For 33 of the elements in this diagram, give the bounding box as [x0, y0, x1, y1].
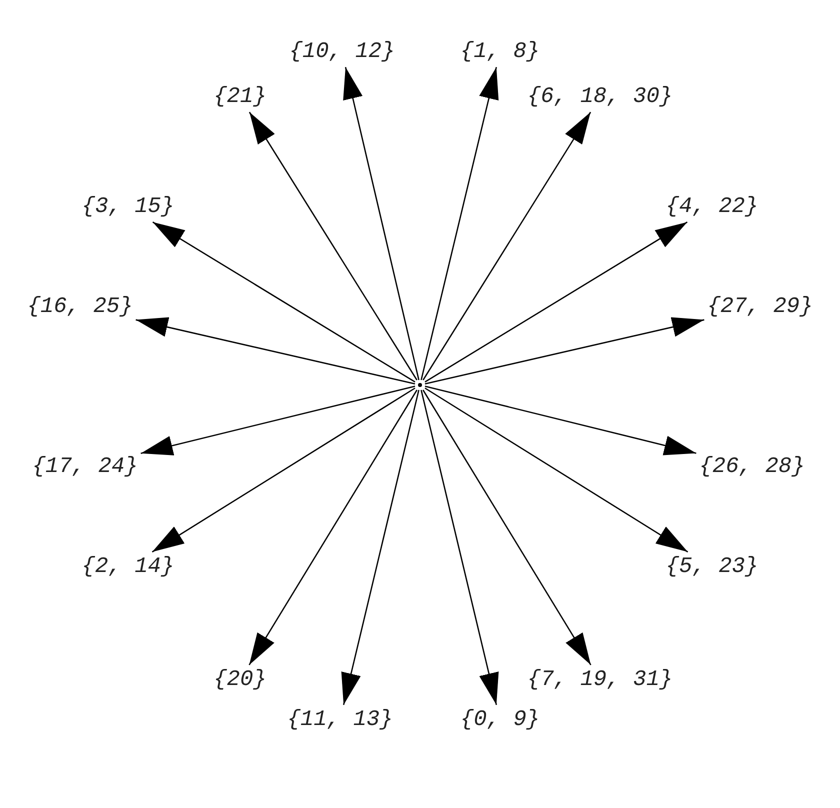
- set-label: {21}: [214, 84, 266, 110]
- arrow: [424, 317, 704, 384]
- center-point: [418, 383, 422, 387]
- arrow: [422, 112, 592, 380]
- set-label: {20}: [214, 668, 266, 692]
- arrow: [420, 390, 499, 706]
- set-label: {5, 23}: [666, 554, 758, 580]
- set-label: {16, 25}: [27, 294, 133, 320]
- set-label: {1, 8}: [460, 40, 540, 64]
- arrow: [136, 317, 416, 384]
- arrow: [424, 386, 696, 456]
- arrow: [343, 66, 420, 380]
- arrow: [248, 112, 418, 380]
- set-label: {17, 24}: [32, 454, 138, 480]
- set-label: {27, 29}: [707, 294, 813, 320]
- arrow: [152, 222, 416, 382]
- set-label: {0, 9}: [460, 708, 540, 732]
- set-label: {4, 22}: [666, 194, 758, 220]
- arrow: [424, 388, 688, 552]
- set-label: {7, 19, 31}: [527, 668, 673, 692]
- arrow: [248, 390, 418, 666]
- set-label: {26, 28}: [699, 454, 805, 480]
- set-label: {6, 18, 30}: [527, 84, 673, 110]
- set-label: {3, 15}: [82, 194, 174, 220]
- arrow: [420, 66, 499, 380]
- arrow: [422, 390, 592, 666]
- arrow: [152, 388, 416, 552]
- set-label: {10, 12}: [289, 40, 395, 64]
- set-label: {11, 13}: [287, 708, 393, 732]
- set-label: {2, 14}: [82, 554, 174, 580]
- arrow: [140, 386, 416, 456]
- arrow: [341, 390, 420, 706]
- arrow: [424, 222, 688, 382]
